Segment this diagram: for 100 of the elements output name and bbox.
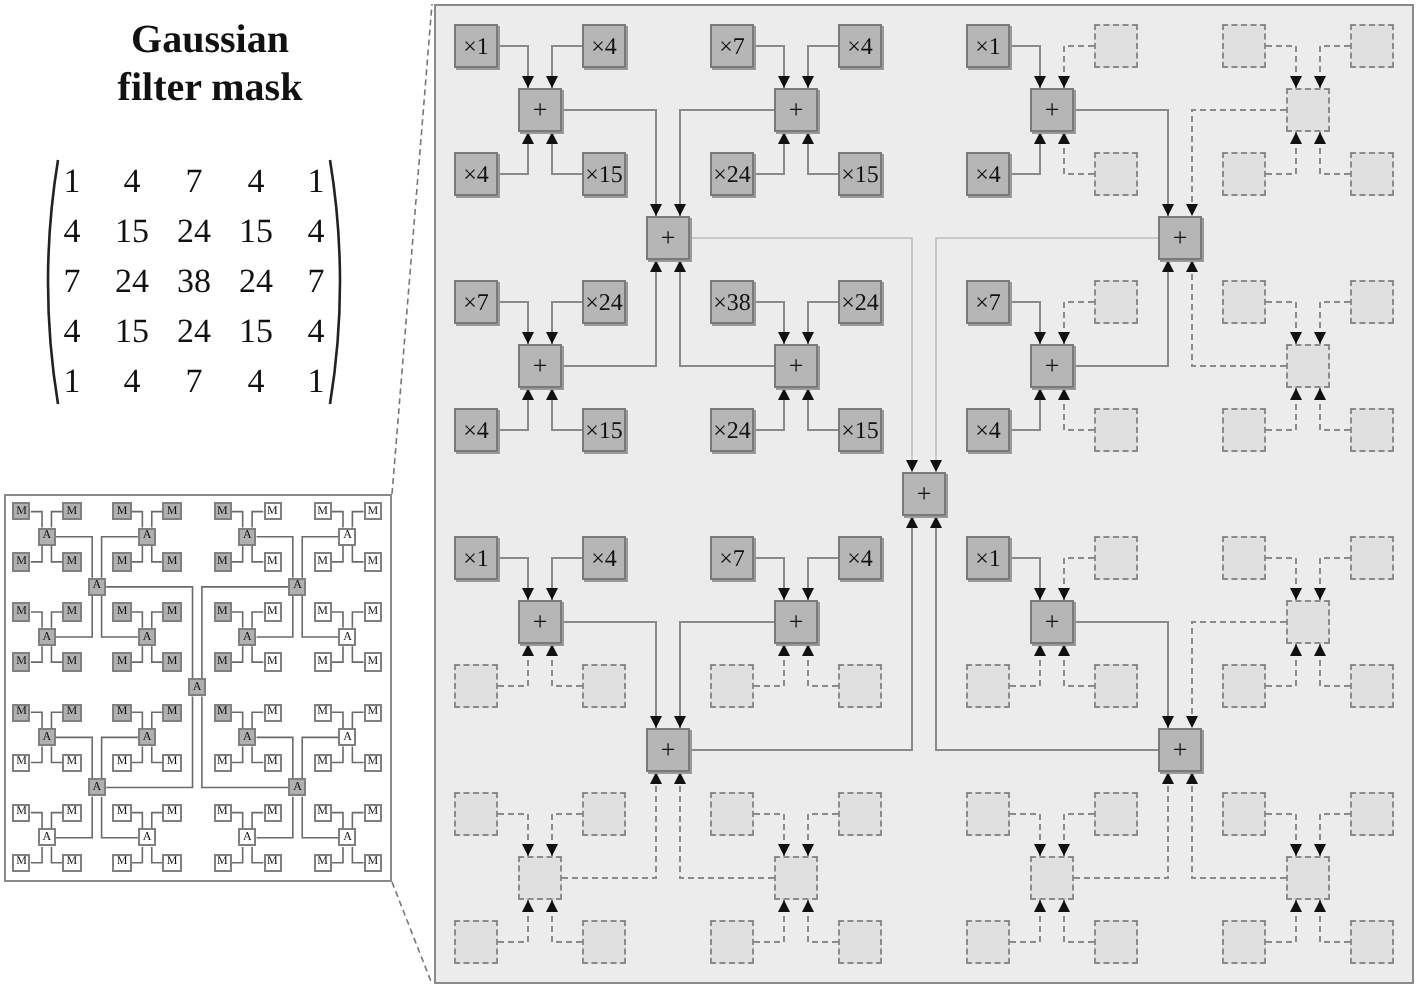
empty-multiplier-box xyxy=(1094,664,1138,708)
arrow xyxy=(546,301,583,345)
matrix-entry: 4 xyxy=(61,312,83,352)
matrix-entry: 7 xyxy=(183,362,205,402)
matrix-heading: Gaussian filter mask xyxy=(115,16,305,112)
connector-line xyxy=(100,535,139,579)
connector-line xyxy=(30,745,43,764)
arrow xyxy=(674,259,775,367)
matrix-entry: 4 xyxy=(121,362,143,402)
arrow xyxy=(1009,387,1046,431)
arrow xyxy=(753,131,790,175)
arrow xyxy=(546,813,583,857)
multiplier-box: ×1 xyxy=(966,24,1010,68)
connector-line xyxy=(351,811,365,830)
empty-multiplier-box xyxy=(838,664,882,708)
arrow xyxy=(546,131,583,175)
connector-line xyxy=(105,586,194,679)
arrow xyxy=(1009,131,1046,175)
multiplier-box: ×38 xyxy=(710,280,754,324)
arrow xyxy=(802,557,839,601)
empty-multiplier-box xyxy=(1222,920,1266,964)
multiplier-box: ×15 xyxy=(582,152,626,196)
connector-line xyxy=(230,711,244,729)
adder-box: + xyxy=(518,344,562,388)
arrow xyxy=(1314,301,1351,345)
arrow xyxy=(497,899,534,943)
connector-line xyxy=(230,545,244,563)
connector-line xyxy=(55,736,93,780)
arrow xyxy=(561,621,662,729)
matrix-entry: 1 xyxy=(305,362,327,402)
connector-line xyxy=(255,535,294,579)
connector-line xyxy=(130,611,144,629)
connector-line xyxy=(30,811,43,830)
connector-line xyxy=(230,645,244,663)
empty-multiplier-box xyxy=(1094,920,1138,964)
empty-multiplier-box xyxy=(710,664,754,708)
arrow xyxy=(1314,557,1351,601)
connector-line xyxy=(331,611,344,629)
connector-line xyxy=(251,711,265,729)
connector-line xyxy=(30,846,43,864)
adder-box: + xyxy=(774,600,818,644)
matrix-entry: 1 xyxy=(61,362,83,402)
connector-line xyxy=(55,795,93,839)
connector-line xyxy=(30,711,43,729)
arrow xyxy=(674,771,775,879)
connector-line xyxy=(251,510,265,529)
arrow xyxy=(753,813,790,857)
matrix-entry: 4 xyxy=(305,312,327,352)
arrow xyxy=(753,301,790,345)
arrow xyxy=(1314,387,1351,431)
connector-line xyxy=(351,745,365,764)
empty-multiplier-box xyxy=(1350,152,1394,196)
connector-line xyxy=(251,745,265,764)
matrix-entry: 7 xyxy=(61,262,83,302)
arrow xyxy=(546,387,583,431)
arrow xyxy=(1009,301,1046,345)
empty-adder-box xyxy=(1030,856,1074,900)
arrow xyxy=(1265,557,1302,601)
multiplier-box: ×15 xyxy=(582,408,626,452)
empty-multiplier-box xyxy=(582,920,626,964)
arrow xyxy=(1186,109,1287,217)
arrow xyxy=(1009,643,1046,687)
connector-line xyxy=(50,510,64,529)
empty-multiplier-box xyxy=(1222,792,1266,836)
arrow xyxy=(546,899,583,943)
connector-line xyxy=(331,711,344,729)
connector-line xyxy=(55,535,93,579)
multiplier-box: ×7 xyxy=(454,280,498,324)
empty-multiplier-box xyxy=(1094,24,1138,68)
matrix-entry: 4 xyxy=(121,162,143,202)
connector-line xyxy=(105,695,194,789)
arrow xyxy=(1314,813,1351,857)
empty-multiplier-box xyxy=(582,792,626,836)
connector-line xyxy=(30,545,43,563)
connector-line xyxy=(150,645,164,663)
arrow xyxy=(1265,813,1302,857)
multiplier-box: ×4 xyxy=(582,536,626,580)
connector-line xyxy=(50,545,64,563)
connector-line xyxy=(251,846,265,864)
arrow xyxy=(802,643,839,687)
connector-line xyxy=(130,645,144,663)
empty-adder-box xyxy=(774,856,818,900)
arrow xyxy=(1073,621,1174,729)
empty-multiplier-box xyxy=(1350,536,1394,580)
connector-line xyxy=(301,535,340,579)
connector-line xyxy=(130,745,144,764)
connector-line xyxy=(331,510,344,529)
empty-multiplier-box xyxy=(454,920,498,964)
empty-multiplier-box xyxy=(710,920,754,964)
connector-line xyxy=(130,711,144,729)
connector-line xyxy=(331,545,344,563)
empty-multiplier-box xyxy=(1222,664,1266,708)
arrow xyxy=(1073,109,1174,217)
adder-box: + xyxy=(1030,88,1074,132)
arrow xyxy=(1009,557,1046,601)
connector-line xyxy=(230,811,244,830)
arrow xyxy=(1265,899,1302,943)
empty-multiplier-box xyxy=(838,792,882,836)
arrow xyxy=(802,131,839,175)
arrow xyxy=(1009,813,1046,857)
